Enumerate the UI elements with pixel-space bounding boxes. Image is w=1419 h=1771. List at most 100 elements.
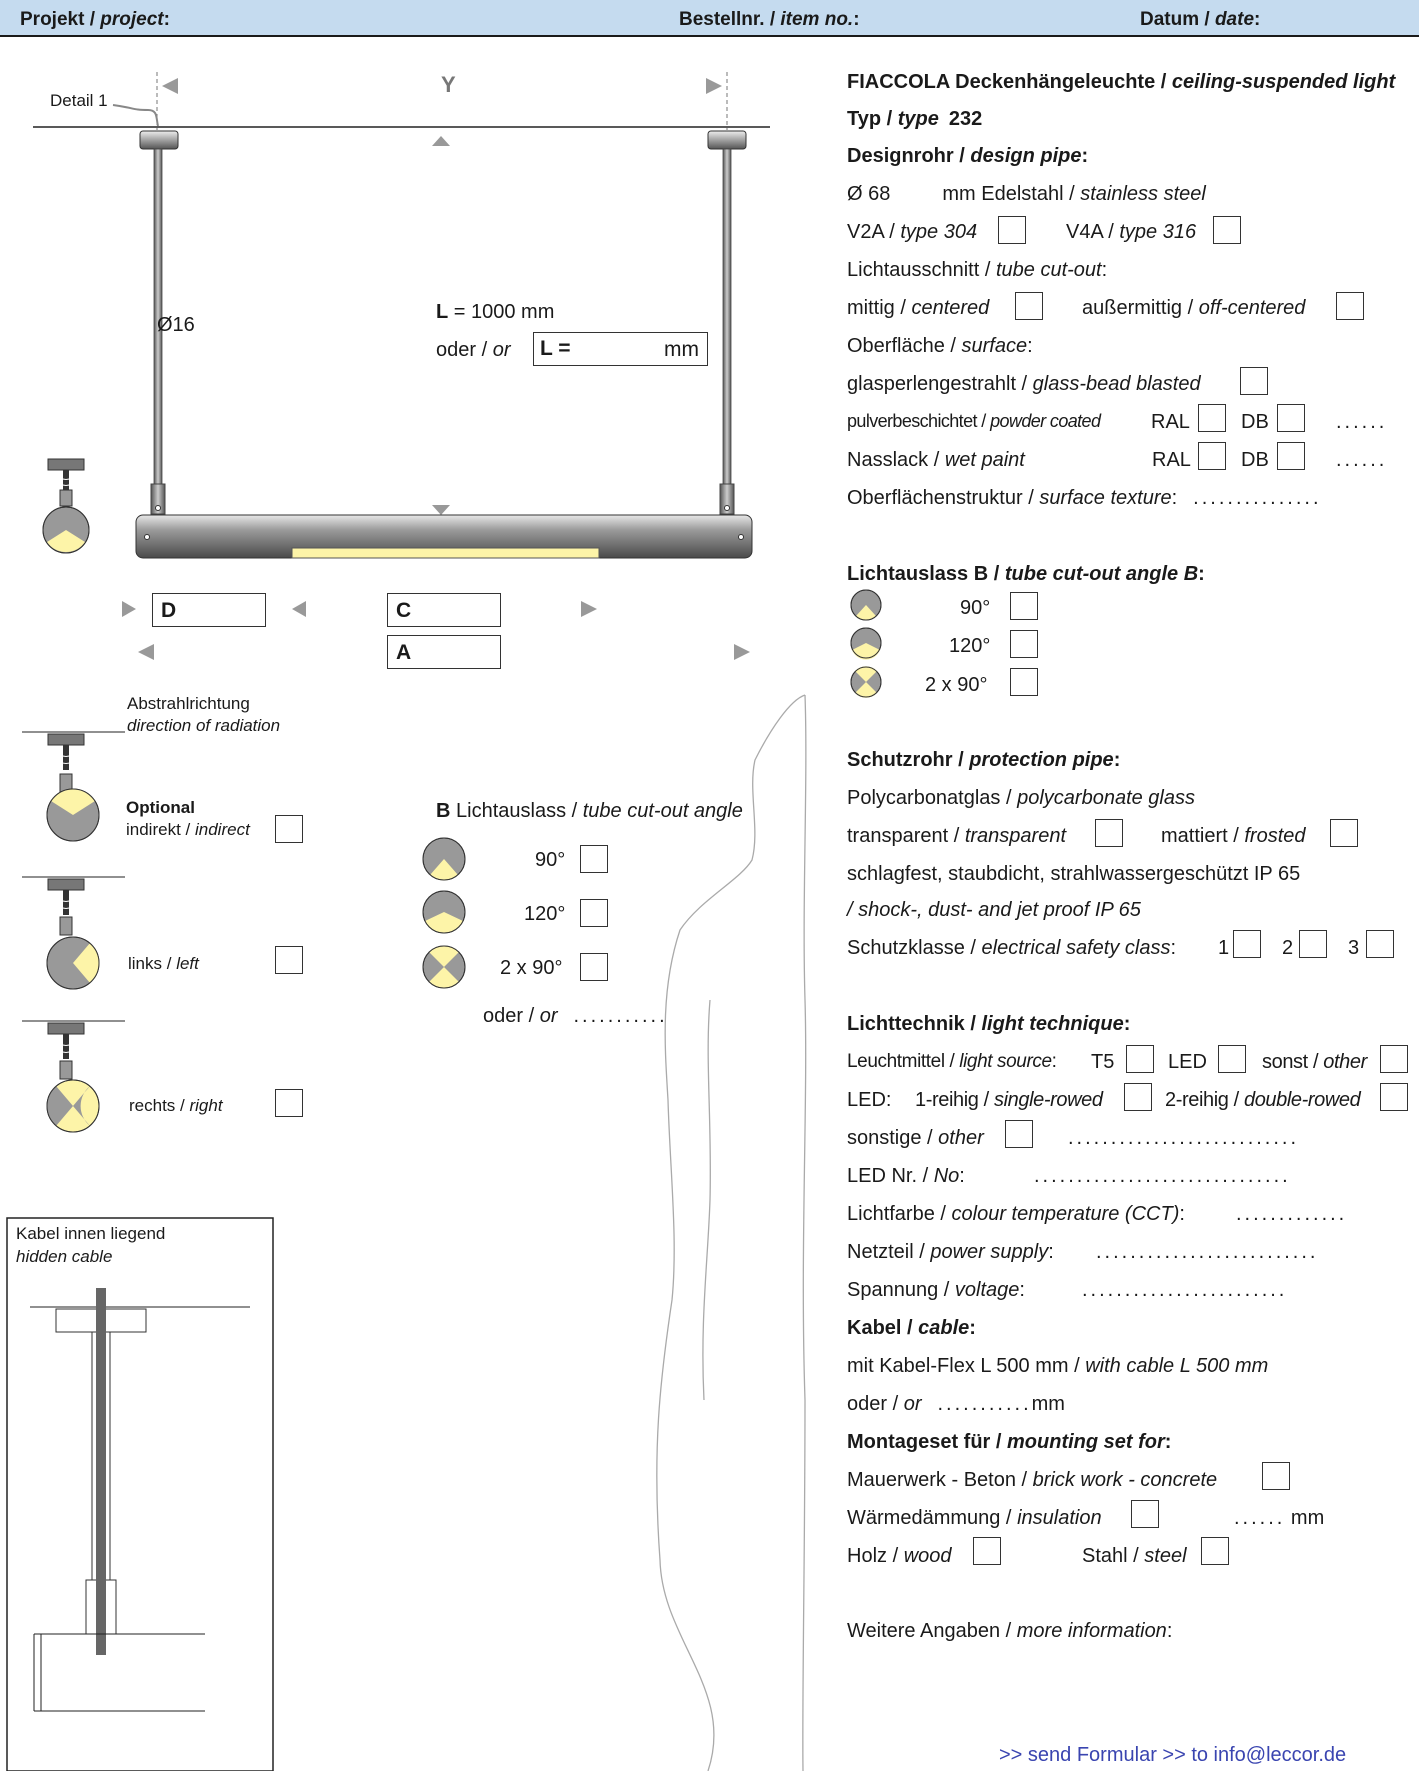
project-label[interactable]: Projekt / project: [20, 9, 170, 30]
detail-label: Detail 1 [50, 91, 108, 110]
cutout-title: Lichtausschnitt / tube cut-out: [847, 259, 1108, 281]
radiation-title-en: direction of radiation [127, 716, 281, 735]
brick-label: Mauerwerk - Beton / brick work - concret… [847, 1469, 1218, 1491]
led-source-checkbox[interactable] [1218, 1045, 1246, 1073]
angle-2x90-checkbox[interactable] [580, 953, 608, 981]
dimension-c-field[interactable]: C [387, 593, 501, 627]
indirect-label: indirekt / indirect [126, 820, 250, 839]
spec-90-label: 90° [960, 597, 991, 619]
cable-title: Kabel / cable: [847, 1317, 976, 1339]
voltage-label: Spannung / voltage: [847, 1279, 1025, 1301]
voltage-dots: ........................ [1082, 1279, 1288, 1301]
powder-dots: ...... [1336, 411, 1388, 433]
powder-ral-label: RAL [1151, 411, 1190, 433]
cct-dots: ............. [1236, 1203, 1348, 1225]
off-centered-label: außermittig / off-centered [1082, 297, 1306, 319]
texture-label: Oberflächenstruktur / surface texture:..… [847, 487, 1322, 509]
glass-bead-checkbox[interactable] [1240, 367, 1268, 395]
class-2-checkbox[interactable] [1299, 930, 1327, 958]
hidden-cable-title: Kabel innen liegend [16, 1224, 166, 1243]
double-rowed-checkbox[interactable] [1380, 1083, 1408, 1111]
centered-checkbox[interactable] [1015, 292, 1043, 320]
other-led-checkbox[interactable] [1005, 1120, 1033, 1148]
dimension-a-field[interactable]: A [387, 635, 501, 669]
t5-checkbox[interactable] [1126, 1045, 1154, 1073]
transparent-checkbox[interactable] [1095, 819, 1123, 847]
spec-2x90-checkbox[interactable] [1010, 668, 1038, 696]
powder-ral-checkbox[interactable] [1198, 404, 1226, 432]
wet-db-label: DB [1241, 449, 1269, 471]
light-technique-title: Lichttechnik / light technique: [847, 1013, 1131, 1035]
left-checkbox[interactable] [275, 946, 303, 974]
angle-b-spec-title: Lichtauslass B / tube cut-out angle B: [847, 563, 1205, 585]
wet-ral-label: RAL [1152, 449, 1191, 471]
angle-90-checkbox[interactable] [580, 845, 608, 873]
other-source-label: sonst / other [1262, 1051, 1367, 1073]
angle-120-label: 120° [524, 903, 566, 925]
spec-90-checkbox[interactable] [1010, 592, 1038, 620]
angle-90-label: 90° [535, 849, 566, 871]
more-info-label: Weitere Angaben / more information: [847, 1620, 1173, 1642]
safety-class-label: Schutzklasse / electrical safety class: [847, 937, 1177, 959]
cable-flex-label: mit Kabel-Flex L 500 mm / with cable L 5… [847, 1355, 1269, 1377]
dimension-d-field[interactable]: D [152, 593, 266, 627]
date-label[interactable]: Datum / date: [1140, 9, 1261, 30]
item-no-label[interactable]: Bestellnr. / item no.: [679, 9, 860, 30]
spec-120-checkbox[interactable] [1010, 630, 1038, 658]
or-label: oder / or [436, 339, 511, 361]
powder-db-checkbox[interactable] [1277, 404, 1305, 432]
v2a-checkbox[interactable] [998, 216, 1026, 244]
v4a-label: V4A / type 316 [1066, 221, 1197, 243]
insulation-mm: ...... mm [1234, 1507, 1325, 1529]
right-label: rechts / right [129, 1096, 223, 1115]
brick-checkbox[interactable] [1262, 1462, 1290, 1490]
single-rowed-label: 1-reihig / single-rowed [915, 1089, 1103, 1111]
wood-checkbox[interactable] [973, 1537, 1001, 1565]
send-form-link[interactable]: >> send Formular >> to info@leccor.de [999, 1744, 1347, 1766]
angle-120-checkbox[interactable] [580, 899, 608, 927]
other-source-checkbox[interactable] [1380, 1045, 1408, 1073]
length-default: L = 1000 mm [436, 301, 555, 323]
shock-proof-en: / shock-, dust- and jet proof IP 65 [847, 899, 1141, 921]
hidden-cable-box [6, 1217, 274, 1771]
v4a-checkbox[interactable] [1213, 216, 1241, 244]
steel-checkbox[interactable] [1201, 1537, 1229, 1565]
other-led-dots: ........................... [1068, 1127, 1300, 1149]
right-checkbox[interactable] [275, 1089, 303, 1117]
spec-2x90-label: 2 x 90° [925, 674, 988, 696]
t5-label: T5 [1091, 1051, 1115, 1073]
indirect-checkbox[interactable] [275, 815, 303, 843]
wood-label: Holz / wood [847, 1545, 952, 1567]
class-3-checkbox[interactable] [1366, 930, 1394, 958]
wet-ral-checkbox[interactable] [1198, 442, 1226, 470]
power-supply-dots: .......................... [1096, 1241, 1319, 1263]
angle-or-label: oder / or........... [483, 1005, 668, 1027]
protection-title: Schutzrohr / protection pipe: [847, 749, 1121, 771]
radiation-title: Abstrahlrichtung [127, 694, 250, 713]
shock-proof-de: schlagfest, staubdicht, strahlwassergesc… [847, 863, 1301, 885]
wet-db-checkbox[interactable] [1277, 442, 1305, 470]
led-rows-label: LED: [847, 1089, 892, 1111]
off-centered-checkbox[interactable] [1336, 292, 1364, 320]
product-title: FIACCOLA Deckenhängeleuchte / ceiling-su… [847, 71, 1396, 93]
angle-2x90-label: 2 x 90° [500, 957, 563, 979]
class-1-checkbox[interactable] [1233, 930, 1261, 958]
light-source-label: Leuchtmittel / light source: [847, 1051, 1057, 1072]
wet-paint-label: Nasslack / wet paint [847, 449, 1025, 471]
insulation-checkbox[interactable] [1131, 1500, 1159, 1528]
single-rowed-checkbox[interactable] [1124, 1083, 1152, 1111]
v2a-label: V2A / type 304 [847, 221, 978, 243]
y-label: Y [441, 72, 456, 97]
other-led-label: sonstige / other [847, 1127, 984, 1149]
centered-label: mittig / centered [847, 297, 990, 319]
powder-db-label: DB [1241, 411, 1269, 433]
length-field[interactable]: L =mm [533, 332, 708, 366]
class-1-label: 1 [1218, 937, 1230, 959]
transparent-label: transparent / transparent [847, 825, 1067, 847]
glass-bead-label: glasperlengestrahlt / glass-bead blasted [847, 373, 1201, 395]
frosted-checkbox[interactable] [1330, 819, 1358, 847]
arrow-right-icon [706, 78, 722, 94]
